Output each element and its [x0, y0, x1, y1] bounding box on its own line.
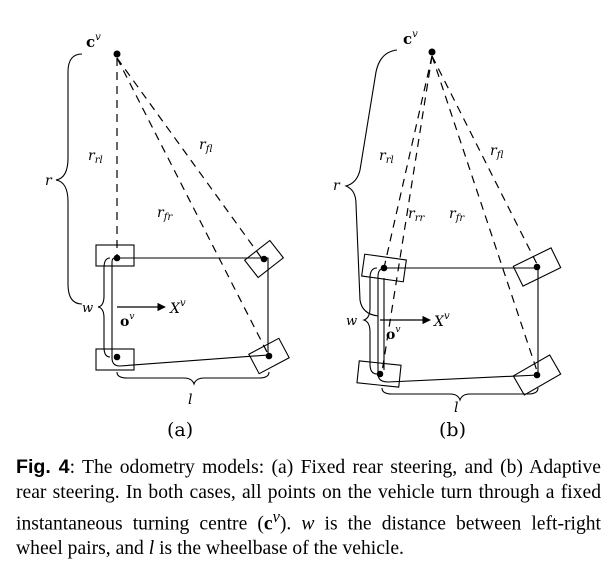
- panel-a-origin-label: ov: [120, 312, 134, 330]
- panel-a-x-axis-label: Xv: [169, 298, 186, 317]
- panel-b-wheel-centre-front-left: [533, 263, 541, 271]
- panel-b-label-r-rl: rrl: [379, 148, 394, 166]
- panel-a-wheel-rear-right: [95, 348, 135, 371]
- panel-b-label-r-rr: rrr: [408, 206, 425, 224]
- panel-a-radius-front-left: [116, 57, 264, 261]
- panel-a-brace-w: [97, 257, 111, 358]
- panel-b-wheel-rear-right: [356, 360, 402, 388]
- panel-b-radius-rear-right: [381, 55, 433, 373]
- caption-text-2: ).: [279, 513, 302, 535]
- panel-b-vehicle-body: [377, 267, 539, 383]
- caption-text-3: is the distance between left-right wheel…: [16, 513, 601, 560]
- panel-a-wheel-front-left: [243, 239, 285, 279]
- panel-a-label-r-fl: rfl: [199, 137, 213, 155]
- panel-b-origin-label: ov: [386, 325, 400, 343]
- panel-b-adaptive-rear-steering: cv rrl rfl rrr rfr r: [333, 29, 562, 440]
- panel-b-wheel-centre-rear-left: [380, 264, 388, 272]
- caption-w-symbol: w: [301, 513, 315, 535]
- panel-a-label-r-fr: rfr: [157, 205, 173, 223]
- caption-figure-number: Fig. 4: [16, 456, 70, 478]
- panel-a-label-l: l: [188, 392, 192, 408]
- panel-b-wheel-rear-left: [361, 253, 407, 283]
- panel-a-wheel-centre-front-left: [260, 255, 268, 263]
- panel-b-wheel-centre-front-right: [533, 371, 541, 379]
- panel-b-brace-l: [381, 387, 539, 402]
- panel-a-wheel-rear-left: [95, 244, 135, 267]
- panel-b-turning-centre-point: [428, 48, 436, 56]
- panel-a-fixed-rear-steering: cv rrl rfl rfr r Xv: [45, 32, 290, 440]
- panel-b-label-l: l: [454, 400, 458, 416]
- panel-b-wheel-front-right: [512, 354, 562, 396]
- caption-text-1: : The odometry models: (a) Fixed rear st…: [16, 457, 601, 535]
- panel-b-brace-w: [362, 267, 378, 375]
- odometry-figure: cv rrl rfl rfr r Xv: [45, 29, 562, 440]
- panel-a-brace-l: [116, 371, 270, 386]
- panel-a-wheel-centre-rear-right: [113, 353, 121, 361]
- panel-a-brace-r: [55, 53, 83, 305]
- panel-b-caption-label: (b): [439, 419, 466, 440]
- figure-caption: Fig. 4: The odometry models: (a) Fixed r…: [16, 455, 601, 562]
- panel-b-label-w: w: [346, 314, 357, 329]
- panel-a-wheel-front-right: [248, 337, 290, 375]
- caption-text-4: is the wheelbase of the vehicle.: [154, 538, 404, 560]
- panel-b-label-r-fr: rfr: [449, 206, 465, 224]
- panel-a-caption-label: (a): [167, 419, 193, 440]
- panel-a-label-w: w: [82, 301, 93, 316]
- panel-b-x-axis-label: Xv: [433, 311, 450, 330]
- panel-a-vehicle-body: [111, 257, 269, 367]
- panel-b-wheel-centre-rear-right: [376, 370, 384, 378]
- panel-a-label-r-rl: rrl: [88, 148, 103, 166]
- panel-b-radius-front-right: [431, 55, 539, 375]
- panel-a-wheel-centre-front-right: [265, 352, 273, 360]
- panel-a-turning-centre-point: [113, 50, 121, 58]
- caption-l-symbol: l: [148, 538, 155, 560]
- caption-centre-symbol: c: [263, 513, 273, 535]
- panel-b-radius-front-left: [431, 55, 539, 267]
- panel-a-label-r: r: [45, 173, 53, 189]
- panel-b-turning-centre-label: cv: [403, 29, 418, 48]
- panel-b-label-r-fl: rfl: [490, 143, 504, 161]
- caption-centre-superscript: v: [272, 507, 280, 526]
- panel-b-brace-r: [344, 49, 398, 317]
- panel-a-turning-centre-label: cv: [86, 32, 101, 51]
- panel-a-wheel-centre-rear-left: [113, 254, 121, 262]
- panel-b-label-r: r: [333, 178, 341, 194]
- panel-a-radius-front-right: [116, 57, 269, 355]
- panel-b-wheel-front-left: [512, 247, 562, 287]
